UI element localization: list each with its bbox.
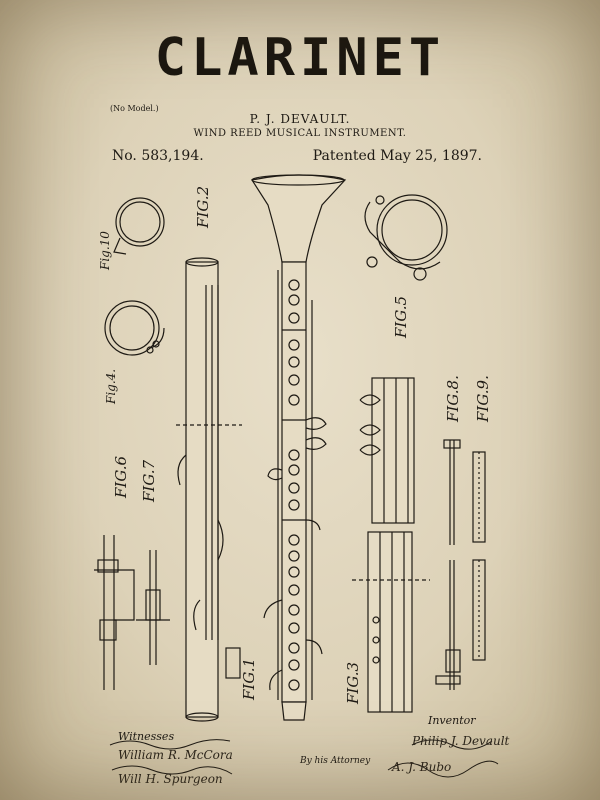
- no-model-note: (No Model.): [110, 104, 159, 113]
- fig8-rod: [435, 439, 461, 690]
- clarinet-side-view: [176, 257, 242, 722]
- tone-hole: [288, 604, 300, 616]
- tone-hole: [288, 312, 300, 324]
- tone-hole: [288, 339, 300, 351]
- tone-hole: [288, 622, 300, 634]
- poster-title: CLARINET: [154, 28, 446, 88]
- witnesses-label: Witnesses: [118, 730, 175, 743]
- fig5-label: FIG.5: [392, 295, 410, 338]
- fig7-label: FIG.7: [140, 459, 158, 502]
- fig1-label: FIG.1: [240, 657, 258, 700]
- attorney-signature: A. J. Bubo: [392, 760, 452, 774]
- witness-signature-1: William R. McCora: [118, 748, 233, 762]
- tone-hole: [288, 679, 300, 691]
- inventor-signature: Philip J. Devault: [412, 734, 510, 748]
- main-body-keys: [263, 417, 327, 691]
- tone-hole: [288, 374, 300, 386]
- fig4-label: Fig.4.: [104, 368, 118, 404]
- signature-strokes: [109, 739, 499, 778]
- fig3-label: FIG.3: [344, 661, 362, 704]
- tone-hole: [288, 356, 300, 368]
- patent-date: Patented May 25, 1897.: [312, 148, 482, 164]
- clarinet-main-body: [251, 174, 347, 721]
- tone-hole: [288, 534, 300, 546]
- fig5-ring: [364, 194, 448, 281]
- fig4-ring: [104, 300, 165, 356]
- tone-hole: [288, 659, 300, 671]
- tone-hole: [288, 279, 300, 291]
- fig2-label: FIG.2: [194, 185, 212, 228]
- fig8-label: FIG.8.: [444, 375, 462, 422]
- tone-hole: [288, 566, 300, 578]
- tone-hole: [288, 294, 300, 306]
- fig6-part: [94, 535, 135, 690]
- fig7-part: [136, 550, 170, 665]
- tone-hole: [288, 642, 300, 654]
- inventor-name: P. J. DEVAULT.: [249, 112, 351, 126]
- fig10-label: Fig.10: [98, 231, 112, 270]
- tone-hole: [288, 449, 300, 461]
- tone-holes: [288, 279, 300, 691]
- fig6-label: FIG.6: [112, 455, 130, 498]
- fig8-assembly: [352, 377, 430, 713]
- tone-hole: [288, 394, 300, 406]
- witness-signature-2: Will H. Spurgeon: [118, 772, 223, 786]
- patent-subtitle: WIND REED MUSICAL INSTRUMENT.: [193, 128, 407, 139]
- fig9-rod: [472, 451, 486, 661]
- tone-hole: [288, 482, 300, 494]
- attorney-label: By his Attorney: [300, 756, 371, 766]
- tone-hole: [288, 464, 300, 476]
- patent-number: No. 583,194.: [112, 148, 204, 164]
- inventor-label: Inventor: [428, 714, 476, 727]
- tone-hole: [288, 584, 300, 596]
- fig10-ring: [113, 197, 165, 255]
- tone-hole: [288, 499, 300, 511]
- fig9-label: FIG.9.: [474, 375, 492, 422]
- tone-hole: [288, 550, 300, 562]
